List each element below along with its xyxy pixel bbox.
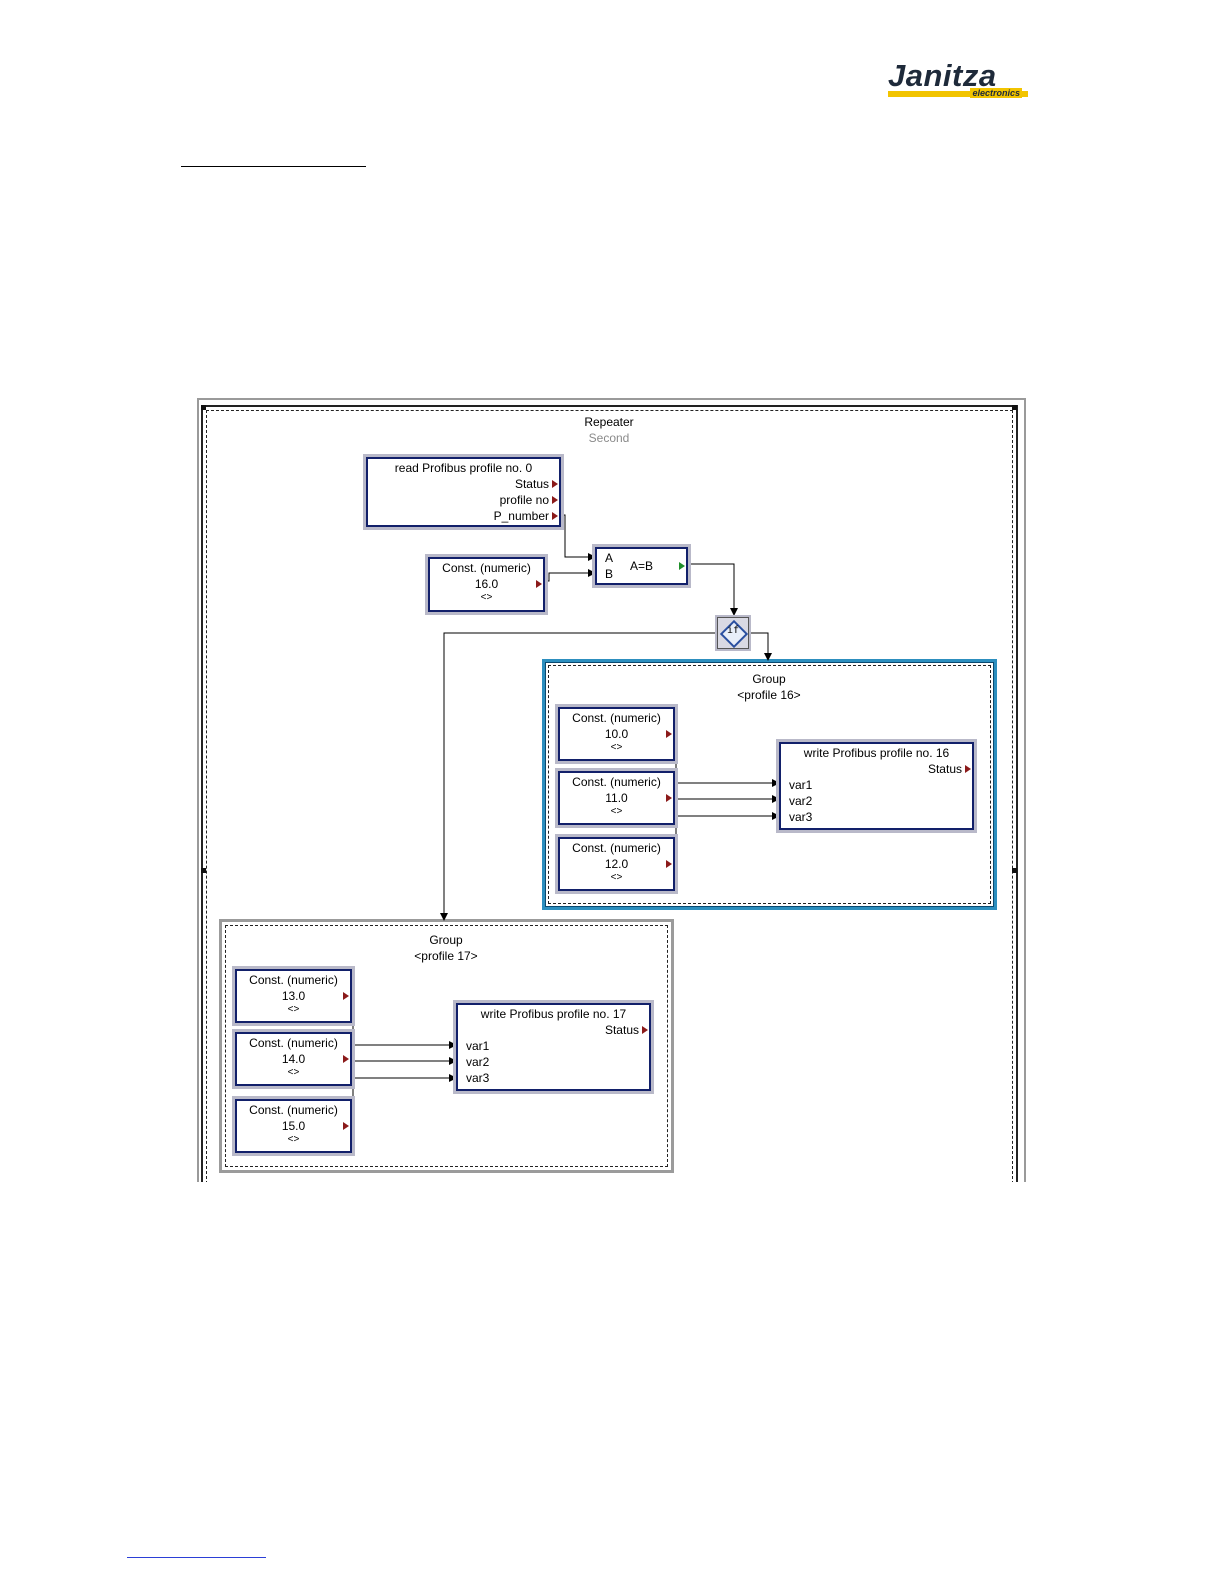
const-13-suffix: <>: [287, 1004, 300, 1015]
repeater-title: Repeater: [584, 415, 634, 429]
footer-link-underline: [127, 1557, 266, 1558]
const-node-13[interactable]: Const. (numeric) 13.0 <>: [235, 969, 352, 1023]
const-10-out-pin-icon[interactable]: [666, 730, 672, 738]
const-16-value: 16.0: [474, 577, 499, 591]
const-10-title: Const. (numeric): [572, 711, 661, 725]
const-11-title: Const. (numeric): [572, 775, 661, 789]
const-16-out-pin-icon[interactable]: [536, 580, 542, 588]
wire-const15-to-var3: [348, 1074, 457, 1125]
compare-out-pin-icon[interactable]: [679, 562, 685, 570]
wire-const12-to-var3: [671, 812, 780, 863]
repeater-handle-tr[interactable]: [1012, 405, 1017, 410]
repeater-frame-inner: [206, 410, 1013, 1182]
repeater-frame[interactable]: [201, 405, 1018, 1182]
const-12-suffix: <>: [610, 872, 623, 883]
wire-if-to-group17: [440, 632, 717, 921]
write-17-input-var1: var1: [466, 1039, 490, 1053]
repeater-handle-l[interactable]: [201, 868, 206, 873]
group-17-frame-inner: [225, 925, 668, 1167]
wire-const10-to-var1: [671, 731, 780, 787]
read-output-status: Status: [514, 477, 549, 491]
if-label: if: [726, 625, 740, 636]
wire-pnumber-to-a: [561, 514, 596, 561]
if-branch-node[interactable]: if: [717, 617, 749, 649]
const-16-suffix: <>: [480, 592, 493, 603]
const-14-value: 14.0: [281, 1052, 306, 1066]
write-profibus-17-block[interactable]: write Profibus profile no. 17 Status var…: [456, 1003, 651, 1091]
wire-const14-to-var2: [348, 1056, 457, 1065]
write-17-status-pin-icon[interactable]: [642, 1026, 648, 1034]
const-15-out-pin-icon[interactable]: [343, 1122, 349, 1130]
group-16-frame-inner: [548, 665, 991, 904]
const-node-10[interactable]: Const. (numeric) 10.0 <>: [558, 707, 675, 761]
write-17-title: write Profibus profile no. 17: [480, 1007, 627, 1021]
logo-wordmark: Janitza: [888, 58, 997, 93]
compare-input-a: A: [605, 551, 614, 565]
write-profibus-16-block[interactable]: write Profibus profile no. 16 Status var…: [779, 742, 974, 830]
wire-const11-to-var2: [671, 795, 780, 803]
compare-input-b: B: [605, 567, 614, 581]
const-15-suffix: <>: [287, 1134, 300, 1145]
read-block-title: read Profibus profile no. 0: [394, 461, 533, 475]
group-17-subtitle: <profile 17>: [414, 949, 478, 963]
const-12-out-pin-icon[interactable]: [666, 860, 672, 868]
wire-const16-to-b: [545, 569, 596, 582]
wire-compare-to-if: [684, 563, 738, 616]
wire-const13-to-var1: [348, 993, 457, 1049]
read-p-number-pin-icon[interactable]: [552, 512, 558, 520]
logo-underline: [888, 91, 1028, 97]
group-16-title: Group: [752, 672, 786, 686]
const-14-title: Const. (numeric): [249, 1036, 338, 1050]
const-13-title: Const. (numeric): [249, 973, 338, 987]
group-16-subtitle: <profile 16>: [737, 688, 801, 702]
diagram-screenshot: Repeater Second Group <profile 16> Group…: [197, 398, 1026, 1182]
const-10-suffix: <>: [610, 742, 623, 753]
read-output-profile-no: profile no: [499, 493, 549, 507]
repeater-subtitle: Second: [588, 431, 630, 445]
const-14-out-pin-icon[interactable]: [343, 1055, 349, 1063]
read-status-pin-icon[interactable]: [552, 480, 558, 488]
const-node-12[interactable]: Const. (numeric) 12.0 <>: [558, 837, 675, 891]
const-11-out-pin-icon[interactable]: [666, 794, 672, 802]
logo-subtitle: electronics: [970, 88, 1022, 98]
const-16-title: Const. (numeric): [442, 561, 531, 575]
const-node-16[interactable]: Const. (numeric) 16.0 <>: [428, 557, 545, 612]
wire-if-to-group16: [748, 632, 772, 661]
compare-a-equals-b-block[interactable]: A B A=B: [595, 547, 688, 585]
write-16-input-var1: var1: [789, 778, 813, 792]
janitza-logo: Janitza electronics: [888, 58, 1028, 100]
const-11-value: 11.0: [605, 791, 628, 805]
repeater-handle-tl[interactable]: [201, 405, 206, 410]
const-13-out-pin-icon[interactable]: [343, 992, 349, 1000]
group-17-title: Group: [429, 933, 463, 947]
const-13-value: 13.0: [281, 989, 306, 1003]
write-17-input-var3: var3: [466, 1071, 490, 1085]
write-17-output-status: Status: [604, 1023, 639, 1037]
const-10-value: 10.0: [604, 727, 629, 741]
const-node-11[interactable]: Const. (numeric) 11.0 <>: [558, 771, 675, 825]
repeater-handle-r[interactable]: [1012, 868, 1017, 873]
write-17-input-var2: var2: [466, 1055, 490, 1069]
write-16-input-var2: var2: [789, 794, 813, 808]
write-16-output-status: Status: [927, 762, 962, 776]
const-11-suffix: <>: [610, 806, 623, 817]
read-profile-no-pin-icon[interactable]: [552, 496, 558, 504]
const-node-14[interactable]: Const. (numeric) 14.0 <>: [235, 1032, 352, 1086]
write-16-title: write Profibus profile no. 16: [803, 746, 950, 760]
write-16-status-pin-icon[interactable]: [965, 765, 971, 773]
const-15-title: Const. (numeric): [249, 1103, 338, 1117]
write-16-input-var3: var3: [789, 810, 813, 824]
read-output-p-number: P_number: [493, 509, 549, 523]
read-profibus-block[interactable]: read Profibus profile no. 0 Status profi…: [366, 457, 561, 527]
compare-label: A=B: [629, 559, 653, 573]
const-12-value: 12.0: [604, 857, 629, 871]
const-12-title: Const. (numeric): [572, 841, 661, 855]
const-14-suffix: <>: [287, 1067, 300, 1078]
heading-underline: [181, 166, 366, 167]
const-15-value: 15.0: [281, 1119, 306, 1133]
const-node-15[interactable]: Const. (numeric) 15.0 <>: [235, 1099, 352, 1153]
